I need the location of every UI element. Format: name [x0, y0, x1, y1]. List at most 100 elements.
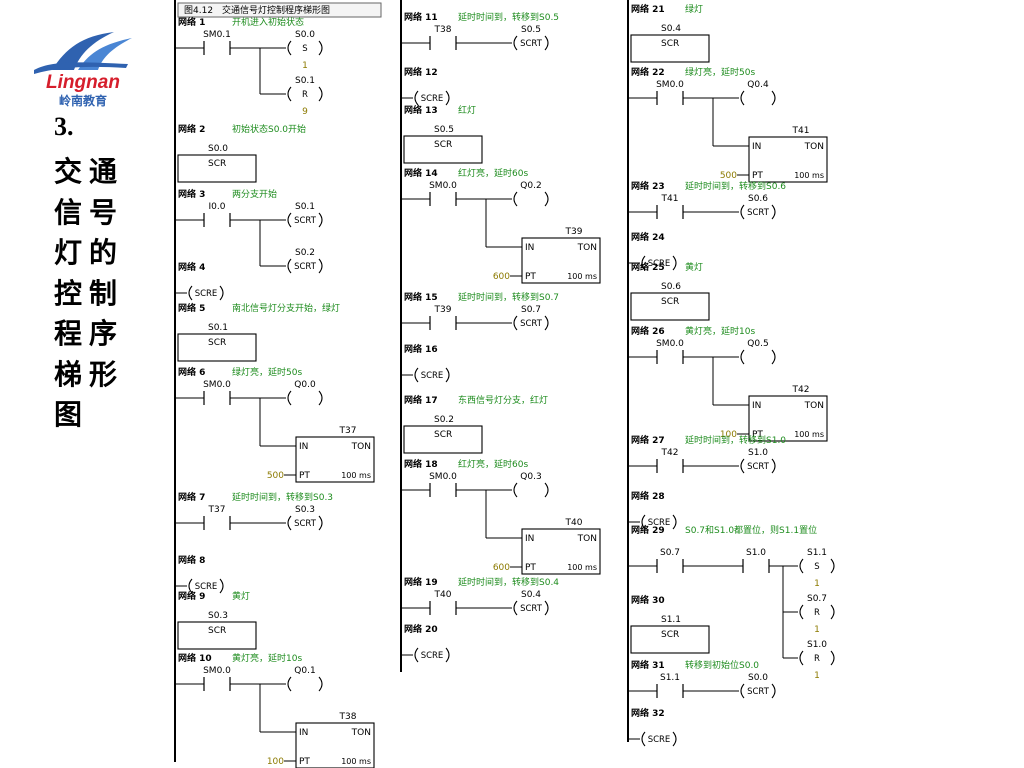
coil-value: 1 [814, 579, 820, 589]
network-number: 网络 4 [178, 261, 205, 273]
coil-paren-right [830, 650, 835, 666]
coil-paren-left [287, 390, 292, 406]
scr-box [177, 154, 257, 183]
network-comment: S0.7和S1.0都置位，则S1.1置位 [685, 524, 817, 536]
coil-paren-right [544, 191, 549, 207]
timer-resolution: 100 ms [341, 757, 371, 766]
coil-label: SCRE [195, 582, 218, 592]
scr-label: SCR [661, 39, 679, 49]
scr-box [630, 625, 710, 654]
scr-box [403, 135, 483, 164]
network-number: 网络 22 [631, 66, 665, 78]
coil-paren-left [287, 212, 292, 228]
coil-label: SCRE [421, 651, 444, 661]
timer-in-label: IN [752, 401, 761, 411]
coil-label: SCRE [648, 518, 671, 528]
coil: SCRT S0.3 [287, 505, 323, 531]
coil-address: S0.1 [295, 76, 315, 86]
timer-preset: 500 [720, 171, 737, 181]
network-number: 网络 28 [631, 490, 665, 502]
coil: RS1.01 [799, 640, 835, 681]
timer-in-label: IN [525, 534, 534, 544]
coil: Q0.4 [740, 80, 776, 106]
timer-name: T38 [339, 712, 357, 722]
coil-paren-right [544, 35, 549, 51]
figure-title-frame [177, 2, 382, 18]
scr-box [177, 333, 257, 362]
coil-paren-right [318, 40, 323, 56]
coil: Q0.1 [287, 666, 323, 692]
network: 网络 28 SCRE [628, 490, 677, 530]
coil-paren-left [641, 514, 646, 530]
coil-paren-left [740, 458, 745, 474]
network-comment: 南北信号灯分支开始，绿灯 [232, 302, 340, 314]
network-number: 网络 2 [178, 123, 205, 135]
network-comment: 延时时间到，转移到S0.7 [458, 291, 559, 303]
coil-paren-left [188, 578, 193, 594]
contact: T40 [429, 590, 457, 615]
scr-box [403, 425, 483, 454]
coil-paren-right [318, 515, 323, 531]
coil-address: S0.4 [521, 590, 541, 600]
coil-address: S0.5 [521, 25, 541, 35]
scr-address: S0.5 [434, 125, 454, 135]
contact-address: SM0.0 [656, 339, 684, 349]
timer-type: TON [577, 534, 597, 544]
logo-chinese-name: 岭南教育 [58, 94, 107, 108]
coil: SCRE [641, 731, 677, 747]
coil-paren-right [771, 349, 776, 365]
coil-paren-left [641, 731, 646, 747]
coil: SCRE [414, 90, 450, 106]
timer-pt-label: PT [752, 430, 763, 440]
network-comment: 绿灯亮，延时50s [685, 66, 755, 78]
contact-address: SM0.0 [203, 380, 231, 390]
coil-value: 9 [302, 107, 308, 117]
contact-address: SM0.1 [203, 30, 231, 40]
coil-address: S0.3 [295, 505, 315, 515]
coil: Q0.0 [287, 380, 323, 406]
coil-paren-right [544, 315, 549, 331]
logo-swoosh-icon [34, 32, 132, 74]
network-comment: 延时时间到，转移到S0.3 [232, 491, 333, 503]
scr-address: S0.4 [661, 24, 681, 34]
coil-address: S1.0 [748, 448, 768, 458]
timer-resolution: 100 ms [567, 272, 597, 281]
contact-address: SM0.0 [656, 80, 684, 90]
network-comment: 绿灯 [685, 3, 703, 15]
scr-label: SCR [434, 430, 452, 440]
coil: SCRE [414, 367, 450, 383]
coil-label: SCRT [294, 519, 317, 529]
coil-address: Q0.3 [520, 472, 541, 482]
network-number: 网络 25 [631, 261, 665, 273]
coil-address: S0.0 [295, 30, 315, 40]
timer-preset: 600 [493, 563, 510, 573]
network-comment: 延时时间到，转移到S1.0 [685, 434, 786, 446]
network-number: 网络 8 [178, 554, 205, 566]
network-comment: 红灯 [458, 104, 476, 116]
scr-address: S0.1 [208, 323, 228, 333]
network-number: 网络 5 [178, 302, 205, 314]
timer-box [748, 136, 828, 183]
network-number: 网络 12 [404, 66, 438, 78]
coil-paren-right [445, 90, 450, 106]
coil-address: Q0.4 [747, 80, 769, 90]
network-number: 网络 26 [631, 325, 665, 337]
contact: SM0.0 [429, 181, 457, 206]
coil: SCRE [641, 255, 677, 271]
timer-box [521, 528, 601, 575]
coil-address: S0.0 [748, 673, 768, 683]
coil-address: S0.2 [295, 248, 315, 258]
